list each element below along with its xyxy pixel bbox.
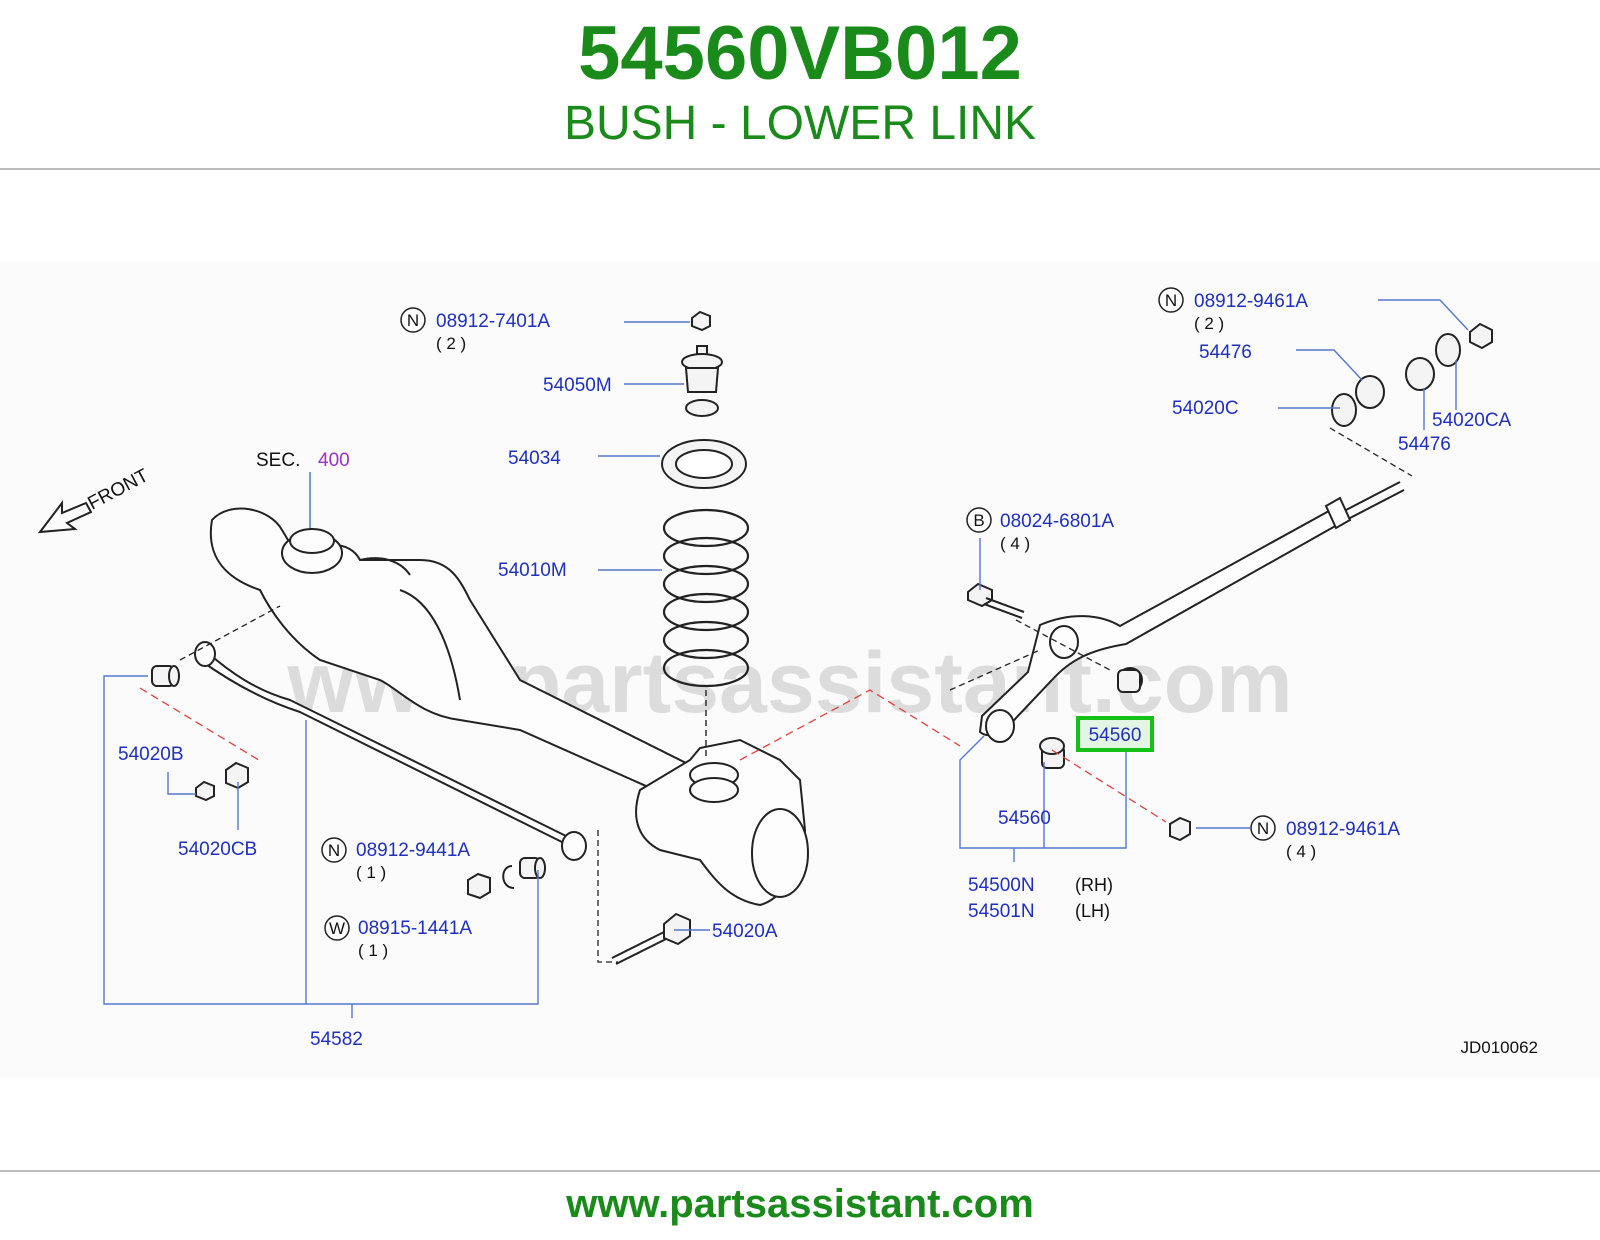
footer-divider [0, 1170, 1600, 1172]
circle-letter-icon [966, 507, 992, 533]
callout-circle-letter: N [1257, 819, 1269, 838]
spring-seat-54034 [661, 439, 747, 489]
nut-icon [195, 761, 491, 900]
part-number-link[interactable]: 08912-7401A [436, 311, 550, 332]
part-number-link[interactable]: 54034 [508, 448, 561, 469]
part-quantity: ( 2 ) [436, 334, 466, 353]
rear-axle-housing [209, 507, 701, 812]
part-number-link[interactable]: 54500N [968, 875, 1035, 896]
circle-letter-icon [1250, 815, 1276, 841]
part-number-link[interactable]: 08912-9461A [1194, 291, 1308, 312]
bush-54020b [151, 665, 180, 687]
part-number-link[interactable]: 54476 [1199, 342, 1252, 363]
part-number-link[interactable]: 54020A [712, 921, 778, 942]
parts-diagram-svg: www.partsassistant.com FRONT SEC. 400 [37, 287, 1538, 1057]
section-ref-prefix: SEC. [256, 450, 300, 471]
parts-diagram: www.partsassistant.com FRONT SEC. 400 [0, 262, 1600, 1078]
callout-08912-9441a: N 08912-9441A ( 1 ) [321, 837, 470, 882]
lower-link-arm [978, 481, 1405, 743]
nut-icon [691, 310, 711, 332]
part-number-link[interactable]: 08912-9461A [1286, 819, 1400, 840]
part-number-link[interactable]: 08912-9441A [356, 840, 470, 861]
lateral-rod [194, 641, 587, 861]
bump-stopper-54050m [681, 345, 723, 417]
part-number-link[interactable]: 08915-1441A [358, 918, 472, 939]
part-number-link[interactable]: 54020CB [178, 839, 257, 860]
axle-end-bracket [635, 738, 809, 907]
part-number-link[interactable]: 54010M [498, 560, 567, 581]
nut-icon [1169, 322, 1493, 842]
side-label-lh: (LH) [1075, 901, 1110, 921]
page-subtitle: BUSH - LOWER LINK [563, 97, 1037, 150]
part-number-link[interactable]: 54020CA [1432, 410, 1512, 431]
bush-54560-bottom [1039, 737, 1065, 769]
page-title: 54560VB012 [578, 11, 1022, 96]
part-quantity: ( 1 ) [358, 941, 388, 960]
leader-lines [103, 299, 1469, 1018]
coil-spring-54010m [662, 508, 750, 688]
assembly-dashed-lines [139, 427, 1413, 963]
part-number-link[interactable]: 54582 [310, 1029, 363, 1050]
circle-letter-icon [1158, 287, 1184, 313]
header-divider [0, 168, 1600, 170]
circle-letter-icon [324, 915, 350, 941]
part-number-link[interactable]: 54020B [118, 744, 184, 765]
callout-circle-letter: N [1165, 291, 1177, 310]
diagram-code: JD010062 [1460, 1038, 1538, 1057]
part-number-link[interactable]: 54050M [543, 375, 612, 396]
callout-08915-1441a: W 08915-1441A ( 1 ) [324, 915, 472, 960]
callout-circle-letter: N [328, 841, 340, 860]
callout-08912-9461a-top: N 08912-9461A ( 2 ) [1158, 287, 1308, 333]
side-label-rh: (RH) [1075, 875, 1113, 895]
callout-circle-letter: W [329, 919, 345, 938]
circle-letter-icon [400, 307, 426, 333]
bolt-08024-6801a [967, 582, 1025, 619]
part-quantity: ( 4 ) [1286, 842, 1316, 861]
part-number-link[interactable]: 08024-6801A [1000, 511, 1114, 532]
footer-website-link[interactable]: www.partsassistant.com [566, 1182, 1034, 1226]
section-ref-number: 400 [318, 450, 350, 471]
washer-icon [502, 865, 515, 889]
bush-54582-right [519, 857, 546, 879]
bolt-54020a [611, 912, 691, 965]
callout-08912-9461a-bottom: N 08912-9461A ( 4 ) [1250, 815, 1400, 861]
highlight-box [1076, 716, 1154, 752]
part-number-link[interactable]: 54020C [1172, 398, 1239, 419]
circle-letter-icon [321, 837, 347, 863]
part-quantity: ( 1 ) [356, 863, 386, 882]
part-number-link[interactable]: 54501N [968, 901, 1035, 922]
callout-08024-6801a: B 08024-6801A ( 4 ) [966, 507, 1114, 553]
part-number-link[interactable]: 54560 [998, 808, 1051, 829]
part-quantity: ( 2 ) [1194, 314, 1224, 333]
callout-circle-letter: B [973, 511, 984, 530]
front-arrow-icon [37, 500, 93, 534]
bush-54560-top [1117, 667, 1143, 693]
callout-circle-letter: N [407, 311, 419, 330]
part-number-link[interactable]: 54476 [1398, 434, 1451, 455]
highlighted-part-number[interactable]: 54560 [1089, 725, 1142, 746]
callout-08912-7401a: N 08912-7401A ( 2 ) [400, 307, 550, 353]
part-quantity: ( 4 ) [1000, 534, 1030, 553]
front-label: FRONT [84, 465, 152, 514]
bush-54476 [1331, 333, 1461, 427]
